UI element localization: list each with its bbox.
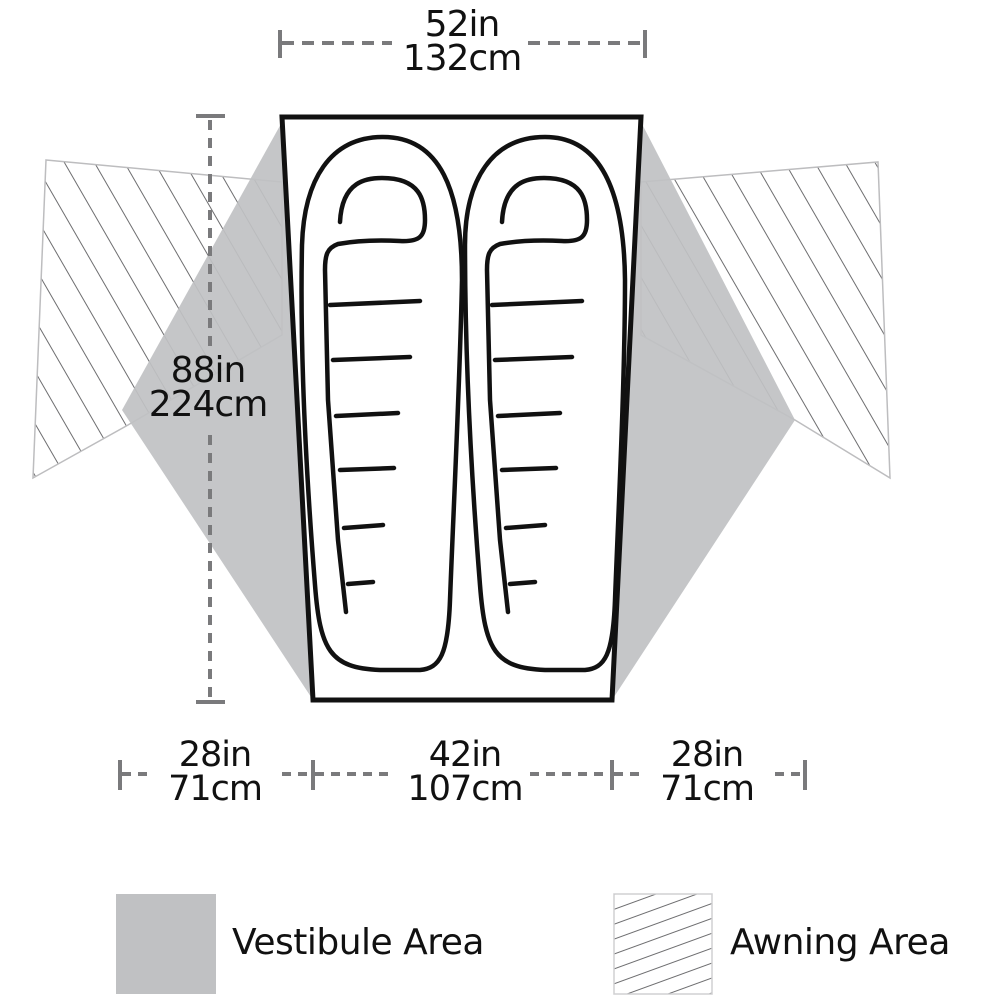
width-metric: 132cm [402,38,523,79]
legend-label-awning: Awning Area [730,922,950,963]
dimension-label-floor: 42in 107cm [385,735,545,809]
dimension-line-width [278,30,647,58]
legend-label-vestibule: Vestibule Area [232,922,484,963]
sleeping-bag-left [299,134,465,673]
dimension-line-bottom [118,760,807,790]
dimension-label-right-vestibule: 28in 71cm [622,735,792,809]
sleeping-bag-right [462,134,628,673]
right-vestibule-metric: 71cm [660,769,755,809]
dimension-line-length [196,114,225,704]
width-imperial: 52in [424,4,501,45]
left-vestibule-imperial: 28in [178,735,252,775]
floor-metric: 107cm [407,769,523,809]
vestibule-area-left [122,122,313,700]
dimension-label-left-vestibule: 28in 71cm [130,735,300,809]
floor-imperial: 42in [428,735,502,775]
dimension-label-length: 88in 224cm [128,350,288,425]
tent-floor [279,114,644,703]
legend-swatch-awning [613,893,713,995]
legend-swatch-vestibule [116,894,216,994]
right-vestibule-imperial: 28in [670,735,744,775]
dimension-label-width: 52in 132cm [372,4,552,79]
vestibule-area-right [612,122,795,700]
length-metric: 224cm [148,384,269,425]
left-vestibule-metric: 71cm [168,769,263,809]
length-imperial: 88in [170,350,247,391]
